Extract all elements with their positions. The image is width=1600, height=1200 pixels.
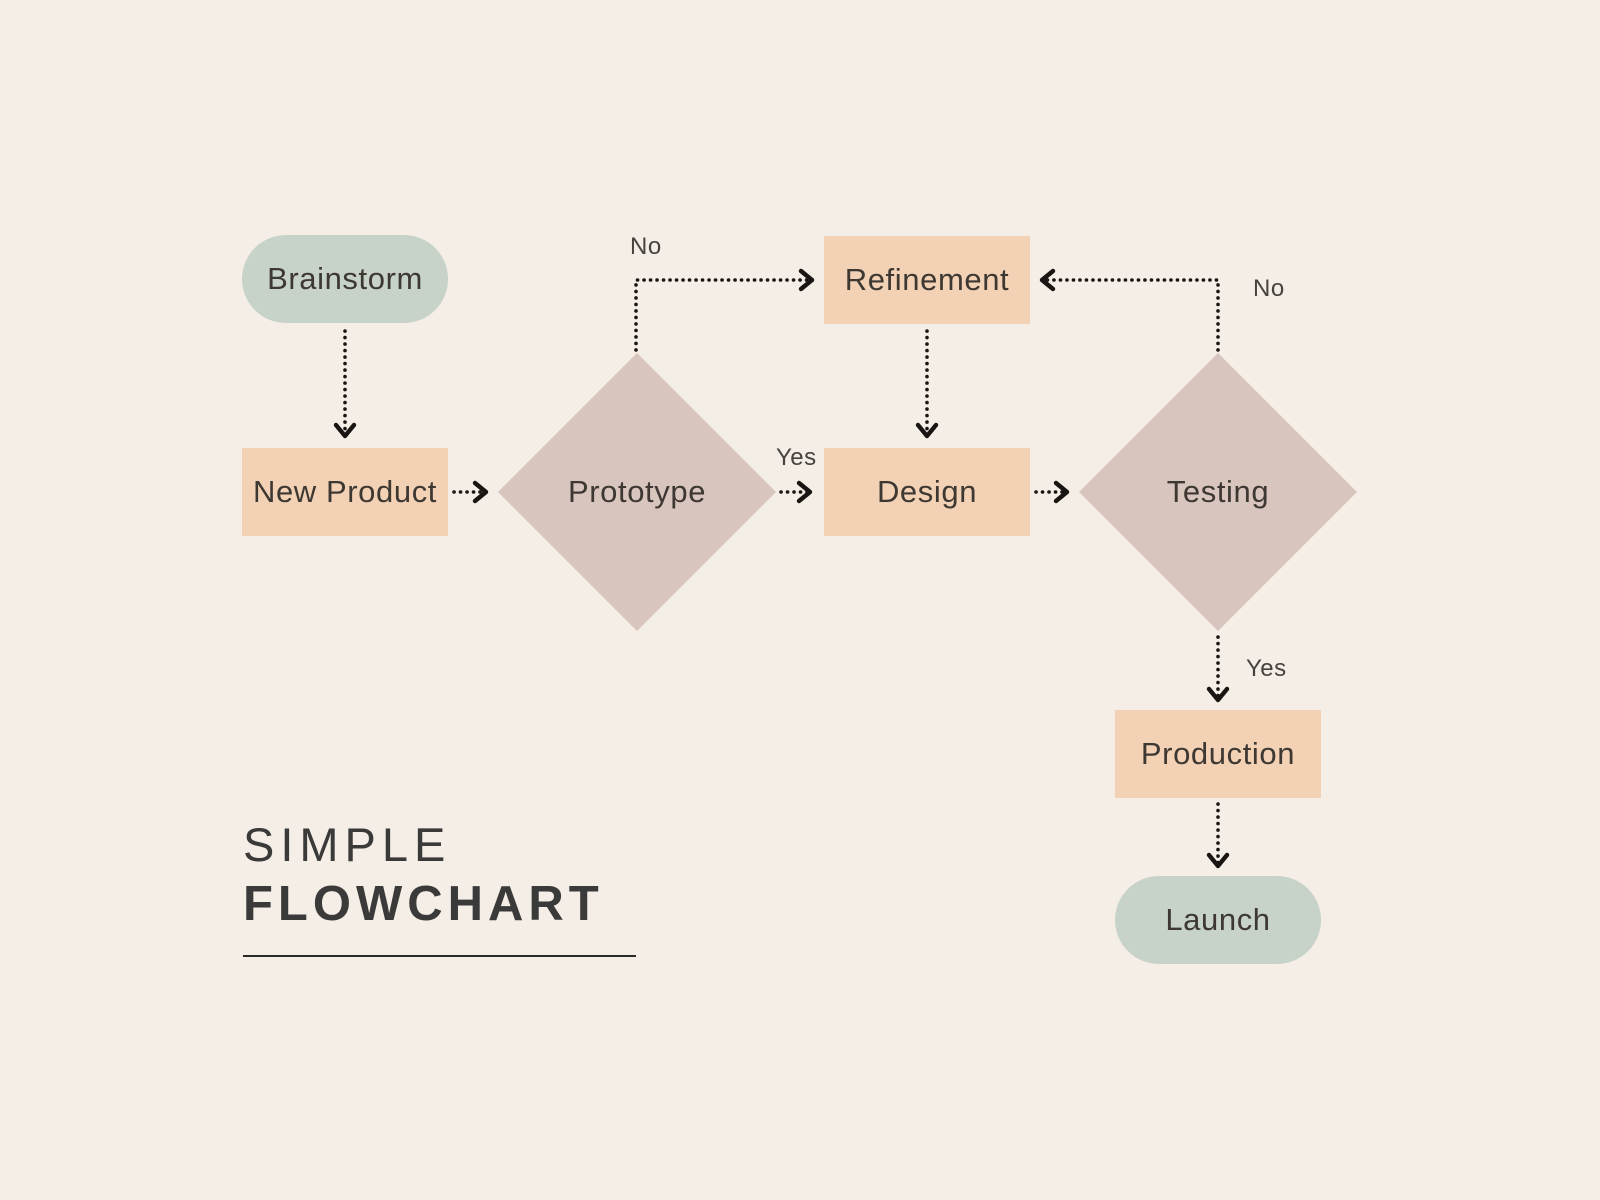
node-brainstorm-label: Brainstorm — [267, 261, 423, 296]
title-underline — [243, 955, 636, 957]
node-prototype-label: Prototype — [567, 474, 707, 509]
poster-title-line2: FLOWCHART — [243, 877, 604, 931]
poster-title-line1: SIMPLE — [243, 818, 452, 871]
node-testing-label: Testing — [1166, 474, 1270, 509]
node-design-label: Design — [876, 474, 978, 509]
edge-label-prototype-no: No — [630, 233, 662, 260]
edge-testing-no-to-refinement — [1039, 268, 1220, 352]
edge-label-testing-yes: Yes — [1246, 655, 1287, 682]
node-launch-label: Launch — [1165, 902, 1271, 937]
edge-prototype-no-to-refinement — [634, 268, 815, 352]
node-new-product: New Product — [242, 448, 448, 536]
node-launch: Launch — [1115, 876, 1321, 964]
edge-label-testing-no: No — [1253, 275, 1285, 302]
node-new-product-label: New Product — [252, 474, 438, 509]
node-refinement-label: Refinement — [844, 262, 1010, 297]
edge-label-prototype-yes: Yes — [776, 444, 817, 471]
node-brainstorm: Brainstorm — [242, 235, 448, 323]
node-design: Design — [824, 448, 1030, 536]
node-refinement: Refinement — [824, 236, 1030, 324]
node-production-label: Production — [1140, 736, 1296, 771]
node-production: Production — [1115, 710, 1321, 798]
